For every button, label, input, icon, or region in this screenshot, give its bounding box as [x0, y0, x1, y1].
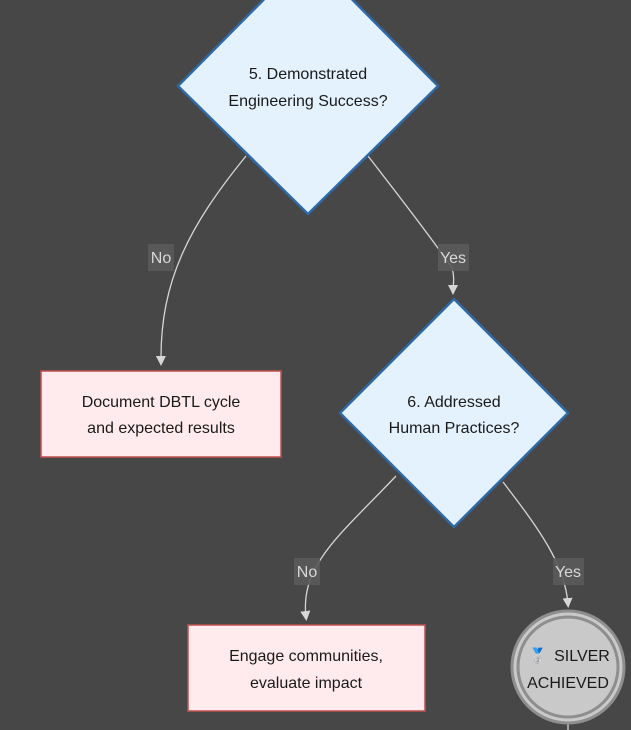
edge-q6-yes[interactable] — [502, 481, 573, 608]
node-label-line: Document DBTL cycle — [82, 394, 241, 411]
edge-label-text: Yes — [555, 564, 581, 581]
edge-label-q5-yes: Yes — [438, 244, 469, 271]
terminal-node-silver-achieved[interactable]: 🥈 SILVER ACHIEVED — [510, 609, 626, 725]
node-label-line: 5. Demonstrated — [249, 66, 367, 83]
node-label-line: SILVER — [554, 648, 610, 665]
node-label-line: Engage communities, — [229, 648, 383, 665]
decision-node-engineering-success[interactable]: 5. Demonstrated Engineering Success? — [176, 0, 440, 216]
edge-label-q6-no: No — [294, 558, 320, 585]
silver-medal-icon: 🥈 — [529, 647, 548, 665]
edge-label-text: No — [297, 564, 318, 581]
process-node-document-dbtl[interactable]: Document DBTL cycle and expected results — [40, 370, 282, 458]
node-label-line: evaluate impact — [250, 675, 363, 692]
node-label-line: and expected results — [87, 420, 235, 437]
node-label-line: ACHIEVED — [527, 675, 609, 692]
edge-q5-no[interactable] — [155, 155, 247, 366]
edge-q6-no[interactable] — [300, 475, 397, 621]
edge-label-text: Yes — [440, 250, 466, 267]
node-label-line: 6. Addressed — [407, 394, 500, 411]
edge-label-q5-no: No — [148, 244, 174, 271]
node-label-line: Engineering Success? — [228, 93, 387, 110]
edge-label-text: No — [151, 250, 172, 267]
edges — [155, 155, 573, 730]
node-label-line: Human Practices? — [389, 420, 520, 437]
edge-label-q6-yes: Yes — [553, 558, 584, 585]
decision-node-human-practices[interactable]: 6. Addressed Human Practices? — [338, 297, 570, 529]
process-node-engage-communities[interactable]: Engage communities, evaluate impact — [187, 624, 426, 712]
